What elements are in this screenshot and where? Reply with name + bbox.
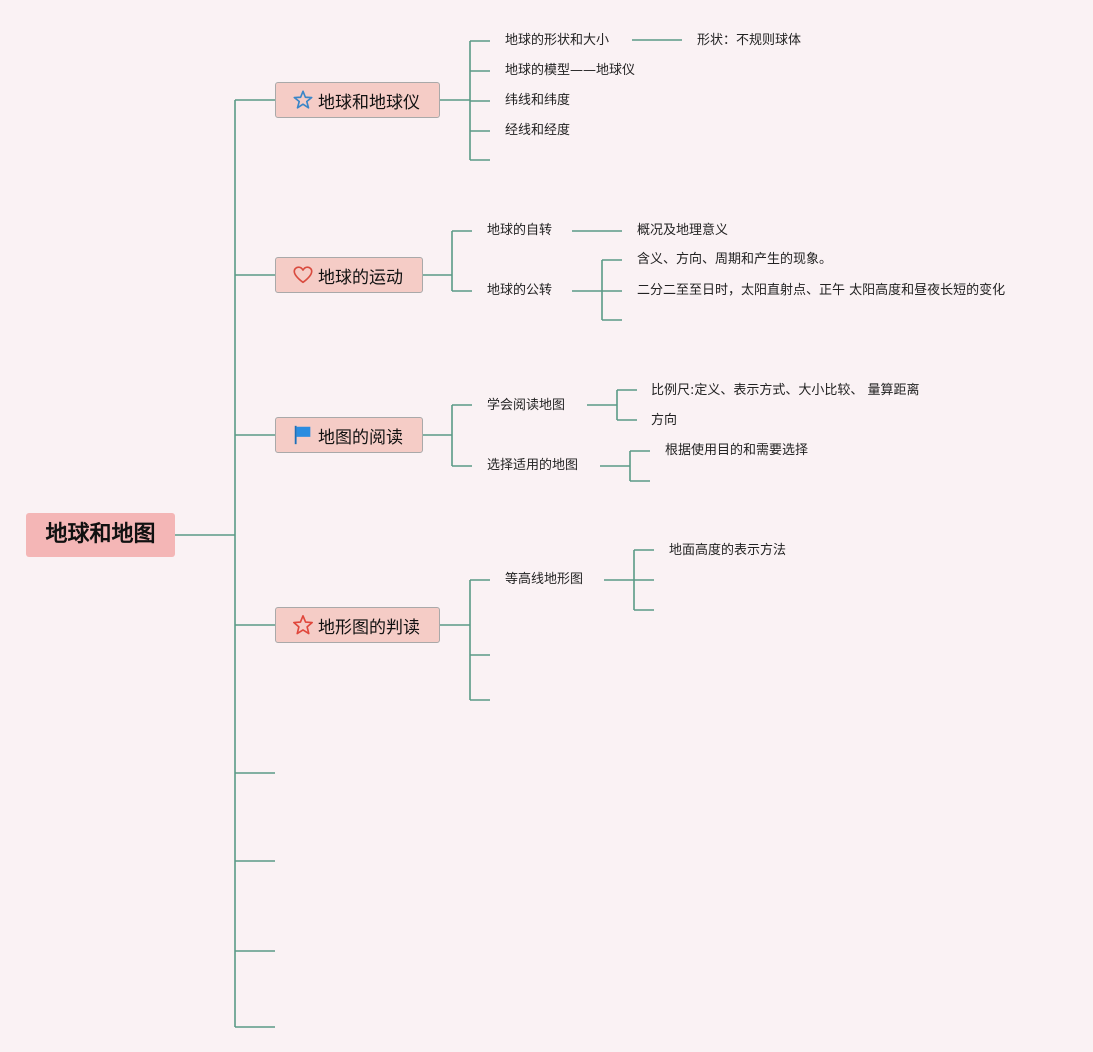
star-outline-blue-icon [293,90,313,109]
subtopic-latitude[interactable]: 纬线和纬度 [505,93,571,108]
topic-label: 地球的运动 [318,267,403,288]
subtopic-scale[interactable]: 比例尺:定义、表示方式、大小比较、 量算距离 [651,383,920,398]
topic-label: 地形图的判读 [318,617,420,638]
subtopic-globe-model[interactable]: 地球的模型——地球仪 [505,63,636,78]
subtopic-shape-and-size[interactable]: 地球的形状和大小 [505,33,610,48]
star-outline-red-icon [293,615,313,635]
topic-label: 地图的阅读 [318,427,403,448]
topic-map-reading[interactable]: 地图的阅读 [275,417,423,453]
topic-topographic-map[interactable]: 地形图的判读 [275,607,440,643]
subtopic-longitude[interactable]: 经线和经度 [505,123,571,138]
flag-blue-icon [294,425,311,445]
subtopic-contour-map[interactable]: 等高线地形图 [505,572,584,587]
topic-label: 地球和地球仪 [318,92,420,113]
subtopic-choose-by-purpose[interactable]: 根据使用目的和需要选择 [665,443,809,458]
subtopic-learn-map-reading[interactable]: 学会阅读地图 [487,398,566,413]
topic-earth-motion[interactable]: 地球的运动 [275,257,423,293]
subtopic-revolution-meaning[interactable]: 含义、方向、周期和产生的现象。 [637,252,833,267]
subtopic-shape-detail[interactable]: 形状：不规则球体 [697,33,802,48]
subtopic-rotation-detail[interactable]: 概况及地理意义 [637,223,729,238]
subtopic-direction[interactable]: 方向 [651,413,678,428]
root-topic[interactable]: 地球和地图 [26,513,175,557]
subtopic-rotation[interactable]: 地球的自转 [487,223,553,238]
subtopic-revolution-solstice[interactable]: 二分二至至日时，太阳直射点、正午 太阳高度和昼夜长短的变化 [637,283,1006,298]
topic-earth-and-globe[interactable]: 地球和地球仪 [275,82,440,118]
heart-outline-icon [293,266,313,284]
subtopic-elevation-method[interactable]: 地面高度的表示方法 [669,543,787,558]
subtopic-choose-map[interactable]: 选择适用的地图 [487,458,579,473]
subtopic-revolution[interactable]: 地球的公转 [487,283,553,298]
